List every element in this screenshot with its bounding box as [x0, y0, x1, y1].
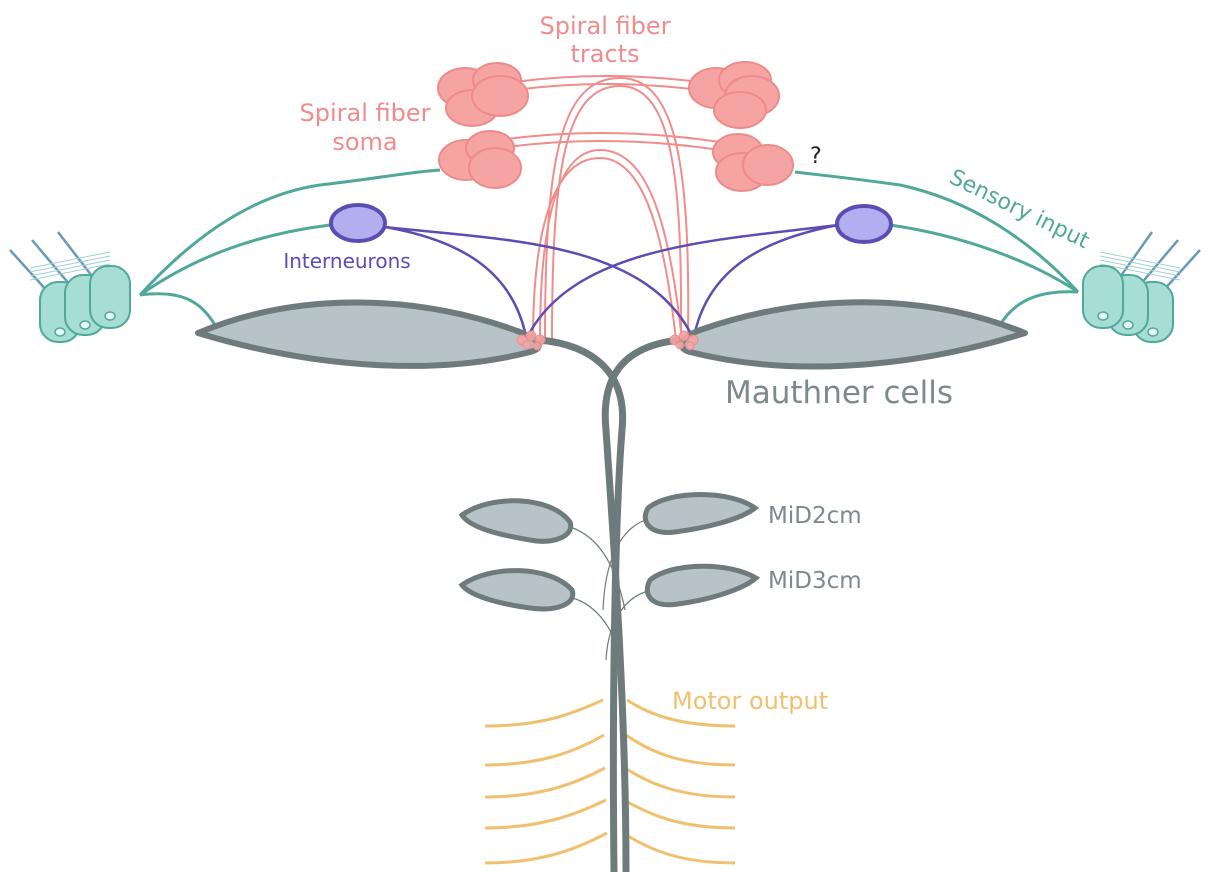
label-question-mark: ?	[810, 144, 822, 169]
hair-cells-left	[10, 232, 130, 342]
hair-cells-right	[1083, 232, 1200, 342]
mid2cm-cell-right	[645, 495, 755, 533]
mid3cm-cell-left	[462, 571, 573, 609]
spiral-soma-cluster-top-right	[689, 62, 779, 128]
mauthner-cell-left	[198, 302, 539, 365]
mid-axons	[570, 520, 645, 660]
spiral-tract-loop-left-inner	[552, 86, 681, 340]
interneuron-left	[331, 205, 385, 241]
label-spiral-fiber-tracts-2: tracts	[570, 40, 639, 68]
interneuron-right	[837, 206, 891, 242]
mid3cm-cell-right	[647, 566, 756, 604]
label-mauthner-cells: Mauthner cells	[725, 375, 953, 411]
spiral-soma-cluster-top-left	[438, 63, 528, 126]
spiral-soma-cluster-bottom-left	[439, 131, 521, 188]
spiral-fiber-tracts	[500, 76, 720, 340]
mid2cm-cell-left	[462, 501, 571, 542]
sensory-lines	[140, 170, 1078, 325]
label-motor-output: Motor output	[672, 687, 828, 715]
label-mid3cm: MiD3cm	[768, 568, 862, 594]
label-spiral-fiber-soma-2: soma	[332, 128, 397, 156]
spiral-soma-cluster-bottom-right	[713, 134, 793, 191]
sensory-line-right-to-mauthner	[1000, 292, 1078, 325]
label-interneurons: Interneurons	[283, 249, 410, 273]
sensory-line-left-to-mauthner	[140, 294, 215, 325]
label-spiral-fiber-tracts-1: Spiral fiber	[540, 12, 671, 40]
spiral-tract-lower-horizontal-2	[500, 141, 720, 150]
mauthner-cell-right	[682, 302, 1025, 366]
label-spiral-fiber-soma-1: Spiral fiber	[300, 99, 431, 127]
label-mid2cm: MiD2cm	[768, 503, 862, 529]
